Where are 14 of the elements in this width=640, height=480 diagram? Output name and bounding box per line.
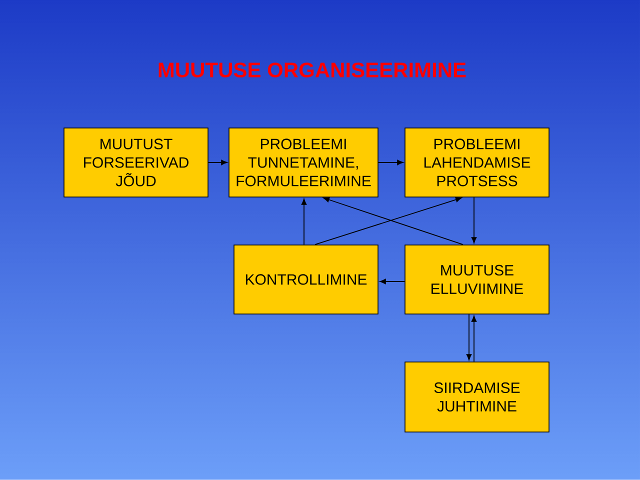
process-box: MUUTUSE ELLUVIIMINE: [404, 244, 550, 314]
process-box: KONTROLLIMINE: [234, 244, 378, 314]
arrow: [301, 198, 307, 246]
process-box: SIIRDAMISE JUHTIMINE: [404, 362, 550, 432]
arrow: [471, 196, 477, 244]
title: MUUTUSE ORGANISEERIMINE: [158, 62, 466, 78]
arrow: [380, 278, 406, 284]
arrow: [378, 160, 404, 166]
process-box: PROBLEEMI TUNNETAMINE, FORMULEERIMINE: [228, 128, 378, 198]
arrow: [471, 316, 477, 362]
arrow: [208, 160, 228, 166]
process-box: MUUTUST FORSEERIVAD JÕUD: [64, 128, 208, 198]
arrow: [466, 314, 472, 360]
process-box: PROBLEEMI LAHENDAMISE PROTSESS: [404, 128, 550, 198]
